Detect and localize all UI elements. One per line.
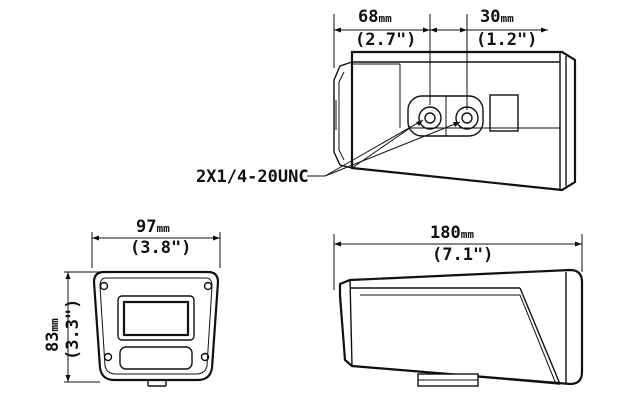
dim-180-unit: mm [461, 228, 475, 241]
dimension-30mm: 30mm (1.2") [430, 7, 548, 110]
mount-thread-label: 2X1/4-20UNC [196, 167, 309, 187]
svg-text:68mm: 68mm [358, 7, 392, 27]
svg-text:97mm: 97mm [136, 217, 170, 237]
dimension-83mm: 83mm (3.3") [43, 271, 100, 383]
dim-30-value: 30 [480, 7, 500, 27]
svg-text:180mm: 180mm [430, 223, 474, 243]
front-view: 97mm (3.8") 83mm (3.3") [43, 217, 221, 387]
mount-thread-callout: 2X1/4-20UNC [196, 119, 461, 187]
dim-180-value: 180 [430, 223, 461, 243]
dimension-97mm: 97mm (3.8") [91, 217, 221, 268]
svg-text:30mm: 30mm [480, 7, 514, 27]
dimension-68mm: 68mm (2.7") [333, 7, 431, 105]
camera-top-outline [333, 50, 577, 192]
dim-68-imperial: (2.7") [355, 30, 416, 50]
camera-side-outline [338, 268, 584, 387]
dim-97-imperial: (3.8") [130, 238, 191, 258]
dim-30-imperial: (1.2") [476, 30, 537, 50]
dim-180-imperial: (7.1") [432, 245, 493, 265]
dim-97-value: 97 [136, 217, 156, 237]
dim-83-value: 83 [43, 332, 63, 352]
dim-83-imperial: (3.3") [63, 299, 83, 360]
dim-30-unit: mm [500, 12, 514, 25]
top-view: 68mm (2.7") 30mm (1.2") [196, 7, 577, 192]
camera-front-outline [92, 270, 220, 387]
svg-text:83mm: 83mm [43, 318, 63, 352]
dimension-180mm: 180mm (7.1") [333, 223, 583, 290]
dim-83-unit: mm [48, 318, 61, 332]
dim-68-unit: mm [378, 12, 392, 25]
dim-97-unit: mm [156, 222, 170, 235]
dim-68-value: 68 [358, 7, 378, 27]
side-view: 180mm (7.1") [333, 223, 584, 387]
